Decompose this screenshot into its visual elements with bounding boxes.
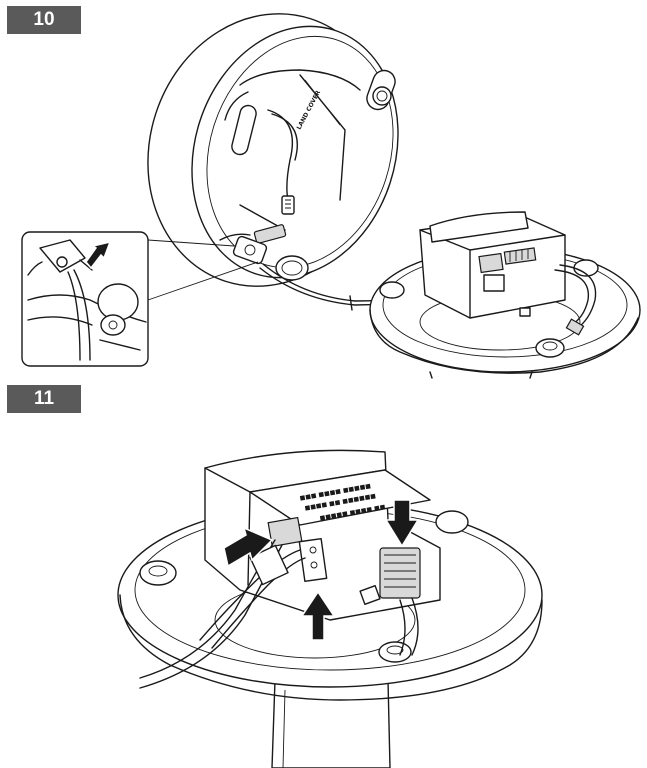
backbox: LAND COVER [147,13,399,287]
step-10-badge: 10 [7,6,81,34]
step-10-illustration: LAND COVER [21,13,641,379]
camera-base-step10 [369,211,641,379]
detail-inset [21,231,149,367]
step-11-illustration: ■■■ ■■■■ ■■■■■ ■■■■ ■■ ■■■■■■ ■■■■■ ■■■■… [117,449,543,768]
step-11-badge: 11 [7,385,81,413]
